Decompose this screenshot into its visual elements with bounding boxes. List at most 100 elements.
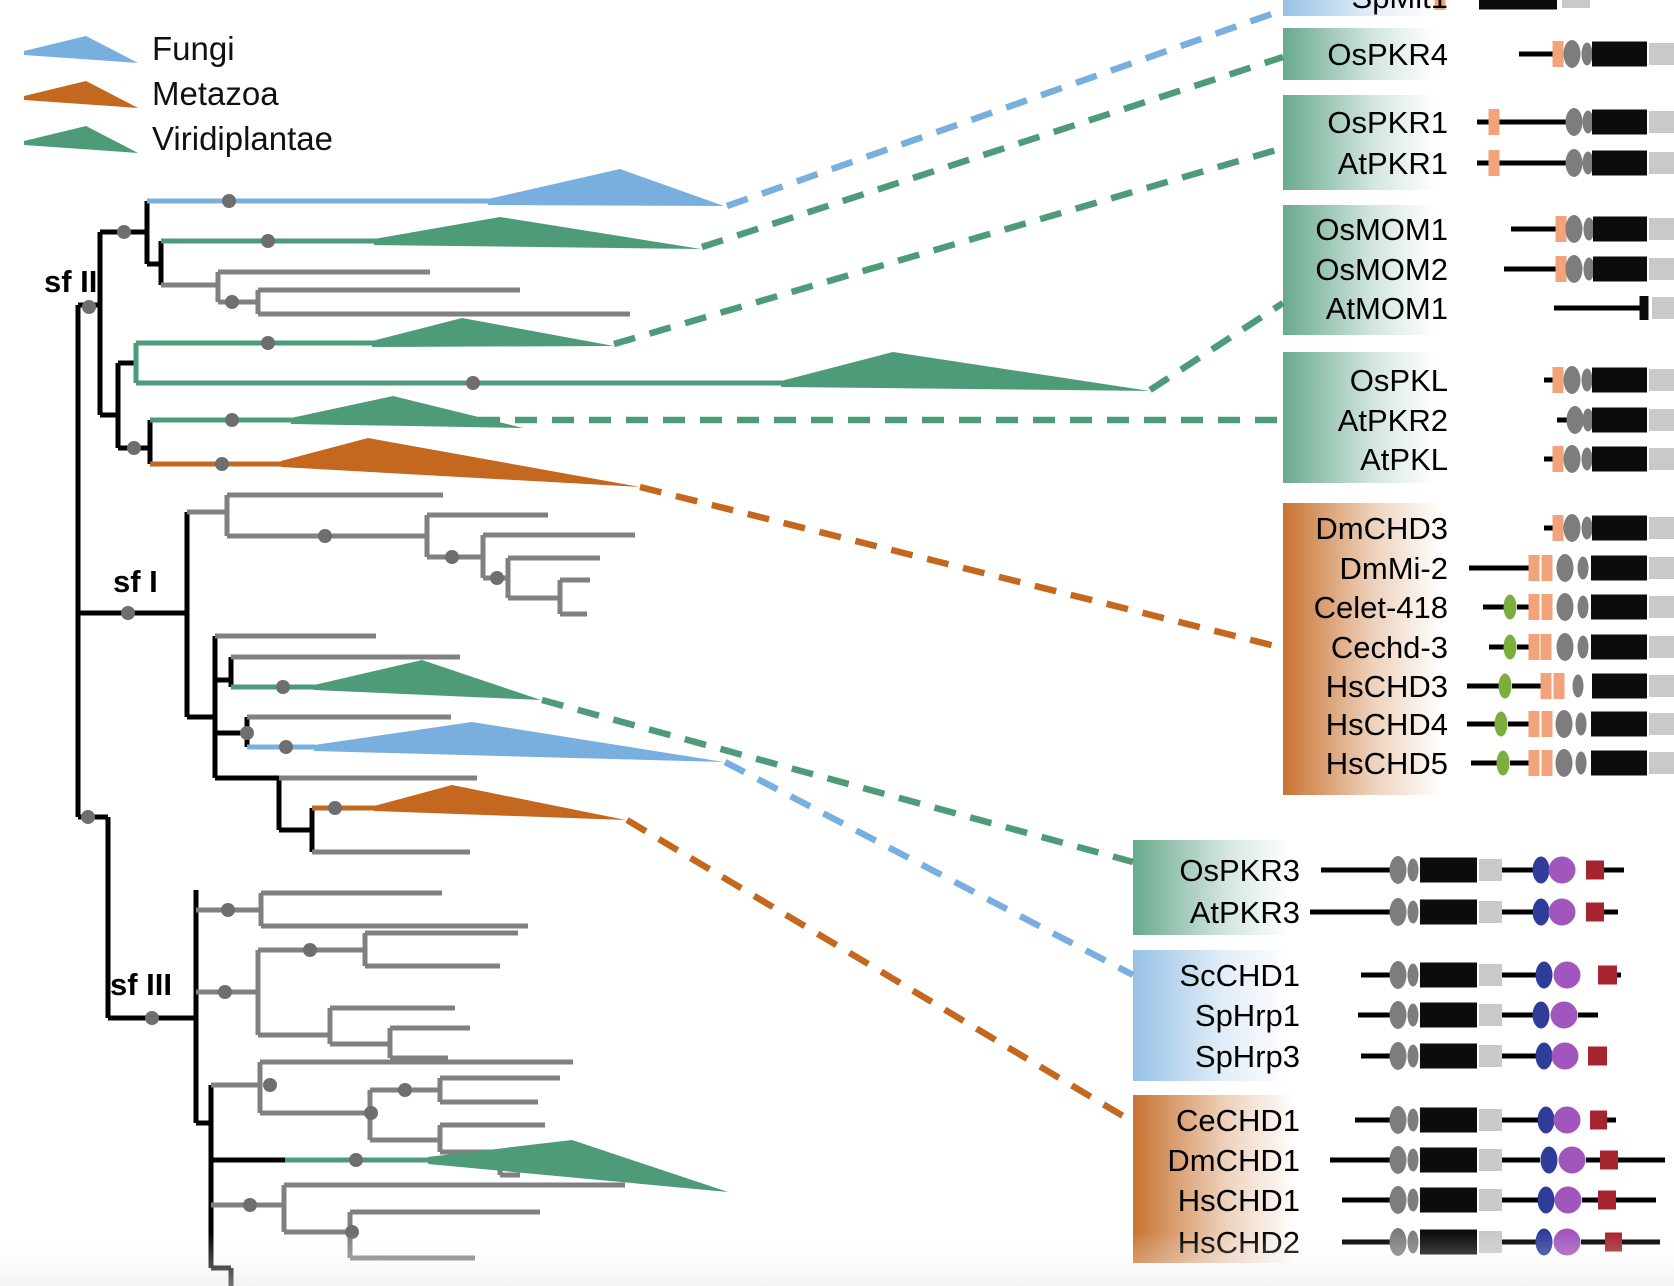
domain-atpase-helicase [1420, 899, 1477, 925]
domain-helicase-c [1649, 557, 1674, 579]
node-dot [243, 1198, 257, 1212]
protein-labels: SpMit1OsPKR4OsPKR1AtPKR1OsMOM1OsMOM2AtMO… [1167, 0, 1448, 1260]
domain-sant [1535, 961, 1553, 989]
legend-item-metazoa: Metazoa [22, 71, 333, 116]
domain-atpase-helicase [1593, 216, 1647, 242]
domain-chromodomain-large [1565, 108, 1583, 136]
domain-helicase-c [1479, 1109, 1502, 1131]
domain-sant [1540, 1146, 1558, 1174]
domain-chromodomain-large [1389, 1042, 1407, 1070]
clade-triangle-fungi [488, 169, 724, 206]
domain-chromodomain-large [1389, 856, 1407, 884]
domain-brk [1586, 860, 1604, 880]
group-box-viridiplantae [1283, 352, 1463, 483]
protein-label: HsCHD3 [1326, 669, 1448, 704]
domain-sant [1535, 1042, 1553, 1070]
domain-chromodomain-small [1407, 858, 1419, 882]
protein-label: Cechd-3 [1331, 630, 1448, 665]
domain-chromodomain-large [1566, 406, 1584, 434]
clade-triangle-viridiplantae [314, 660, 541, 700]
domain-atpase-helicase [1592, 150, 1647, 176]
protein-label: Celet-418 [1314, 590, 1448, 625]
domain-slide [1554, 1186, 1582, 1214]
domain-chromodomain-large [1563, 514, 1581, 542]
clade-triangle-viridiplantae [372, 318, 614, 347]
domain-helicase-c [1649, 636, 1674, 658]
legend-item-viridiplantae: Viridiplantae [22, 116, 333, 161]
group-box-viridiplantae [1133, 840, 1318, 935]
domain-chromodomain-large [1389, 1001, 1407, 1029]
domain-chromodomain-small [1583, 257, 1595, 281]
protein-label: DmCHD1 [1167, 1143, 1300, 1178]
domain-phd-finger [1553, 673, 1565, 699]
protein-label: SpMit1 [1352, 0, 1448, 15]
protein-label: OsMOM1 [1315, 212, 1448, 247]
domain-chromodomain-small [1577, 635, 1589, 659]
domain-helicase-c [1649, 152, 1674, 174]
protein-label: HsCHD1 [1178, 1183, 1300, 1218]
domain-helicase-c [1479, 1149, 1502, 1171]
domain-helicase-c [1479, 1004, 1502, 1026]
dashed-link-metazoa [625, 817, 1135, 1125]
node-dot [82, 300, 96, 314]
domain-sant [1537, 1186, 1555, 1214]
domain-n-terminal [1503, 634, 1517, 660]
group-box-fungi [1133, 950, 1318, 1081]
domain-brk [1598, 1190, 1616, 1210]
node-dot [240, 726, 254, 740]
domain-phd-finger [1528, 634, 1540, 660]
domain-atpase-helicase [1479, 0, 1557, 10]
domain-chromodomain-small [1407, 963, 1419, 987]
domain-helicase-c [1649, 369, 1674, 391]
domain-chromodomain-large [1389, 1146, 1407, 1174]
domain-helicase-c [1479, 964, 1502, 986]
domain-phd-finger [1552, 446, 1564, 472]
domain-helicase-c [1649, 517, 1674, 539]
node-dot [276, 680, 290, 694]
domain-chromodomain-small [1407, 1044, 1419, 1068]
viridiplantae-clade-icon [24, 125, 138, 153]
group-box-viridiplantae [1283, 95, 1463, 190]
dashed-link-viridiplantae [613, 144, 1284, 348]
legend-label-viridiplantae: Viridiplantae [152, 119, 334, 157]
domain-phd-finger [1540, 673, 1552, 699]
collapsed-clade-triangles [281, 169, 1150, 1192]
protein-label: DmCHD3 [1315, 511, 1448, 546]
domain-chromodomain-small [1407, 1188, 1419, 1212]
domain-chromodomain-small [1582, 151, 1594, 175]
domain-atpase-helicase [1420, 857, 1477, 883]
clade-triangle-viridiplantae [428, 1140, 728, 1192]
domain-helicase-c [1562, 0, 1590, 8]
domain-phd-finger [1555, 216, 1567, 242]
node-dot [263, 1078, 277, 1092]
node-dot [81, 810, 95, 824]
domain-phd-finger [1541, 711, 1553, 737]
domain-slide [1548, 898, 1576, 926]
protein-label: HsCHD5 [1326, 746, 1448, 781]
protein-label: AtPKR1 [1338, 146, 1448, 181]
protein-label: OsPKL [1350, 363, 1448, 398]
domain-atpase-helicase [1591, 594, 1647, 620]
dashed-link-fungi [723, 759, 1135, 978]
clade-triangle-viridiplantae [291, 396, 523, 428]
domain-atpase-helicase [1591, 634, 1647, 660]
domain-helicase-c [1649, 752, 1674, 774]
domain-chromodomain-small [1581, 516, 1593, 540]
domain-brk [1586, 902, 1604, 922]
tree-branches-gray [161, 269, 635, 1261]
dashed-link-viridiplantae [541, 696, 1134, 866]
domain-helicase-c [1649, 713, 1674, 735]
domain-atpase-helicase [1420, 962, 1477, 988]
domain-brk [1598, 965, 1617, 985]
legend-item-fungi: Fungi [22, 26, 333, 71]
node-dot [261, 336, 275, 350]
domain-phd-finger [1528, 555, 1540, 581]
node-dot [222, 194, 236, 208]
fungi-clade-icon [24, 35, 138, 63]
protein-label: SpHrp3 [1195, 1039, 1300, 1074]
protein-label: AtMOM1 [1326, 291, 1448, 326]
protein-label: DmMi-2 [1340, 551, 1449, 586]
domain-phd-finger [1488, 109, 1500, 135]
node-dot [225, 295, 239, 309]
